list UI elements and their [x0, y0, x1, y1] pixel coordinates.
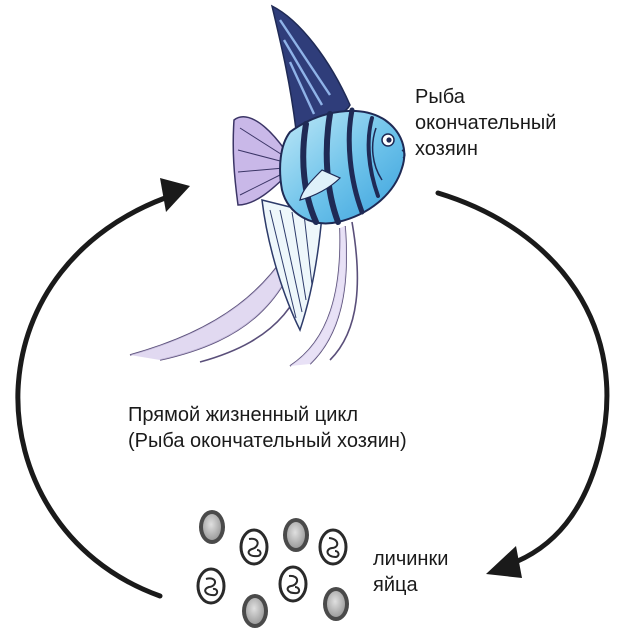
fish-body [279, 109, 406, 225]
larvae-eggs-label: личинки яйца [373, 546, 448, 598]
cycle-arrows [15, 190, 610, 599]
egg [283, 518, 309, 552]
fish-stripes [300, 107, 380, 225]
arrowhead-to-eggs [486, 546, 522, 578]
stage-label-line-1: личинки [373, 548, 449, 570]
larva-egg-cluster [196, 528, 348, 605]
fish-pectoral-fin [299, 169, 342, 201]
angelfish-illustration [129, 4, 406, 367]
egg [199, 510, 225, 544]
egg [323, 587, 349, 621]
larva-egg [239, 528, 269, 566]
cycle-caption-line-1: Прямой жизненный цикл [128, 404, 359, 426]
larva-egg [196, 567, 226, 605]
egg [242, 594, 268, 628]
egg-cluster [199, 510, 349, 628]
host-label-line-2: окончательный [415, 112, 557, 134]
larva-egg [318, 528, 348, 566]
arrow-fish-to-eggs [435, 190, 610, 568]
fish-tail-fin [232, 116, 291, 206]
stage-label-line-2: яйца [373, 574, 418, 596]
host-label-line-1: Рыба [415, 86, 465, 108]
arrow-eggs-to-fish [15, 195, 168, 599]
larva-egg [278, 565, 308, 603]
definitive-host-label: Рыба окончательный хозяин [415, 84, 556, 162]
host-label-line-3: хозяин [415, 138, 478, 160]
arrowheads [160, 178, 522, 578]
fish-mouth [401, 149, 406, 159]
cycle-caption-line-2: (Рыба окончательный хозяин) [128, 430, 407, 452]
arrowhead-to-fish [160, 178, 190, 212]
fish-gill [371, 127, 383, 181]
cycle-caption: Прямой жизненный цикл (Рыба окончательны… [128, 402, 407, 454]
fish-trailing-fin-fill [130, 230, 306, 360]
